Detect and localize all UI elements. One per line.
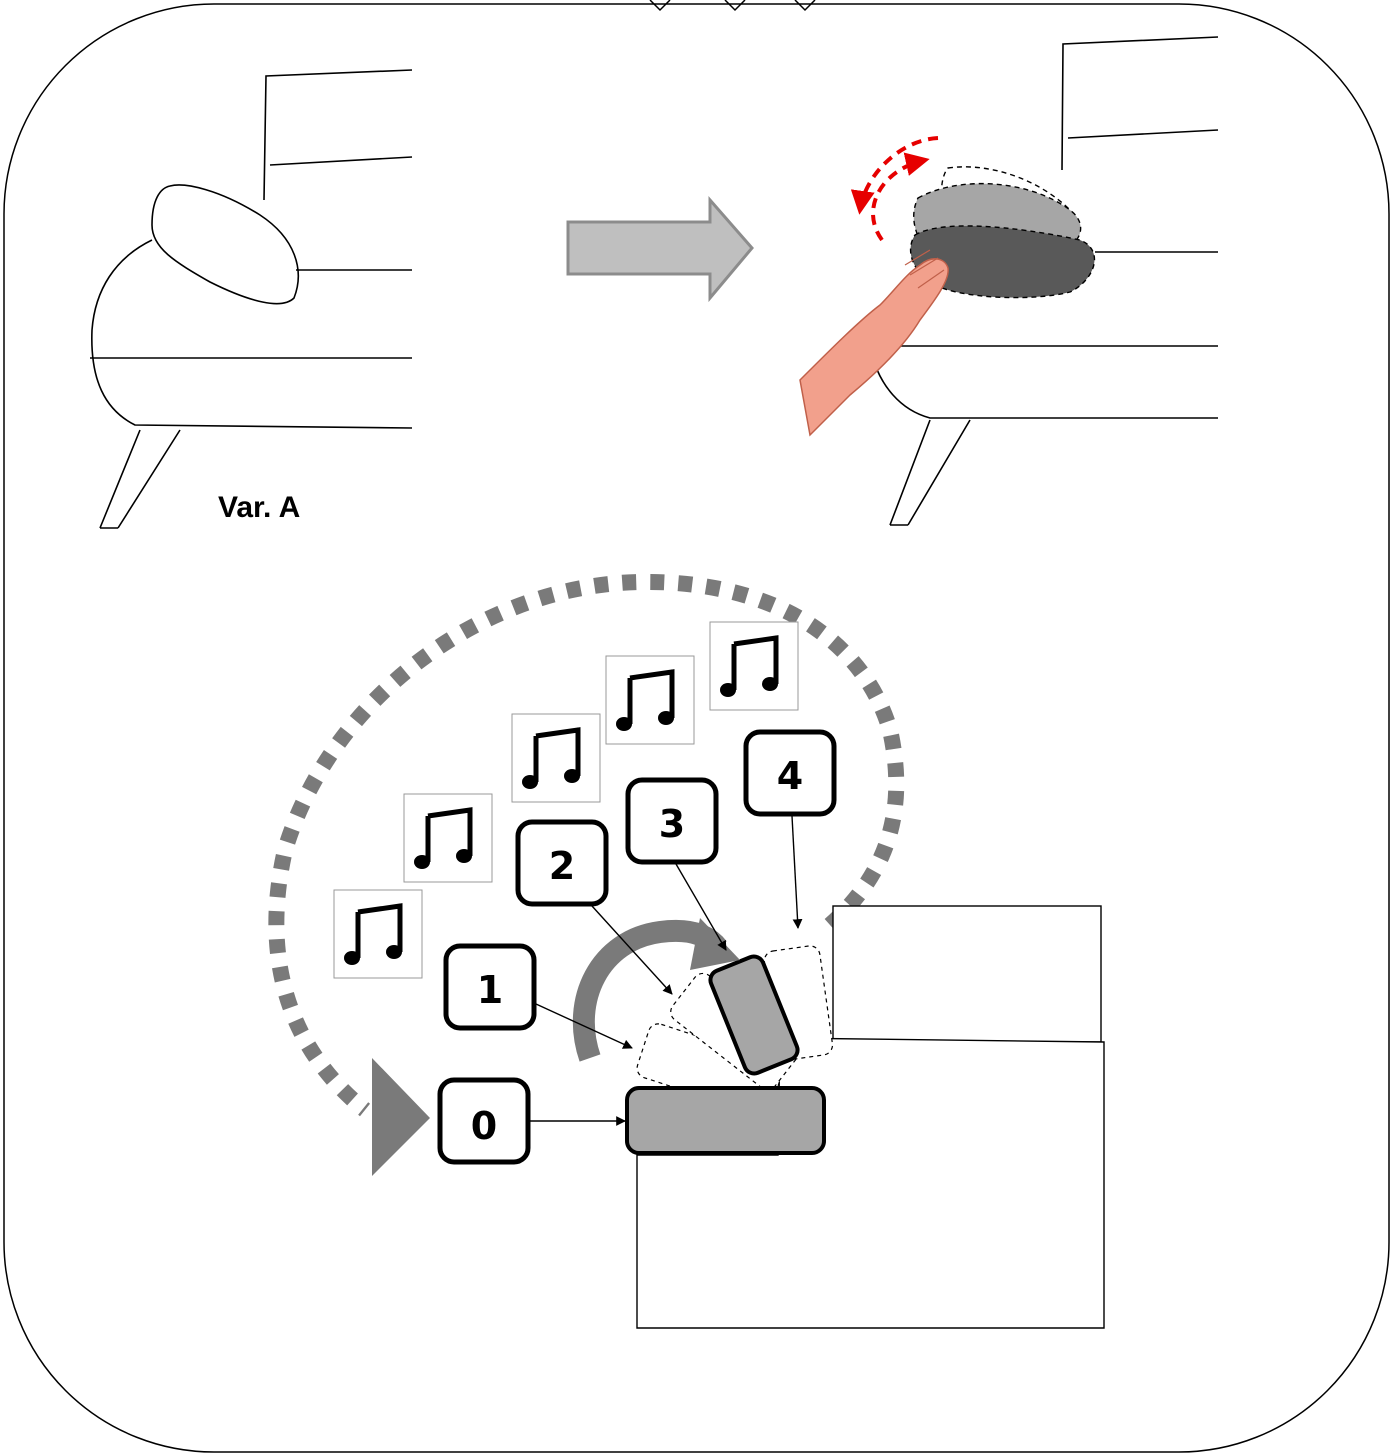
music-note-icon [512, 714, 600, 802]
leg-left [99, 429, 181, 529]
position-label-4: 4 [743, 729, 837, 817]
music-note-icon [334, 890, 422, 978]
headrest-position-3 [708, 954, 800, 1076]
hand-icon [799, 249, 949, 437]
sofa-sketch-left [90, 69, 413, 529]
music-note-icon [710, 622, 798, 710]
armrest-left [91, 239, 413, 429]
backrest-outline [263, 69, 413, 201]
svg-text:0: 0 [471, 1104, 497, 1148]
svg-text:2: 2 [549, 844, 575, 888]
loop-arrowhead [372, 1058, 430, 1176]
top-connectors [649, 0, 816, 12]
headrest-pillow [151, 184, 300, 305]
arrow-right-icon [566, 196, 754, 303]
position-label-1: 1 [443, 943, 537, 1031]
rotation-arrow-head [690, 918, 740, 970]
rotation-hint-arrow [871, 152, 930, 242]
position-label-0: 0 [437, 1077, 531, 1165]
svg-text:1: 1 [477, 968, 503, 1012]
position-label-3: 3 [625, 777, 719, 865]
svg-text:3: 3 [659, 802, 685, 846]
variant-label: Var. A [218, 491, 300, 524]
music-note-icon [606, 656, 694, 744]
position-label-2: 2 [515, 819, 609, 907]
outer-frame [3, 3, 1390, 1453]
svg-text:4: 4 [777, 754, 803, 798]
headrest-position-0 [625, 1086, 826, 1155]
backrest-block [832, 905, 1102, 1043]
music-note-icon [404, 794, 492, 882]
dotted-loop-path [268, 573, 905, 1117]
rotation-hint-arrow-back [850, 136, 939, 215]
